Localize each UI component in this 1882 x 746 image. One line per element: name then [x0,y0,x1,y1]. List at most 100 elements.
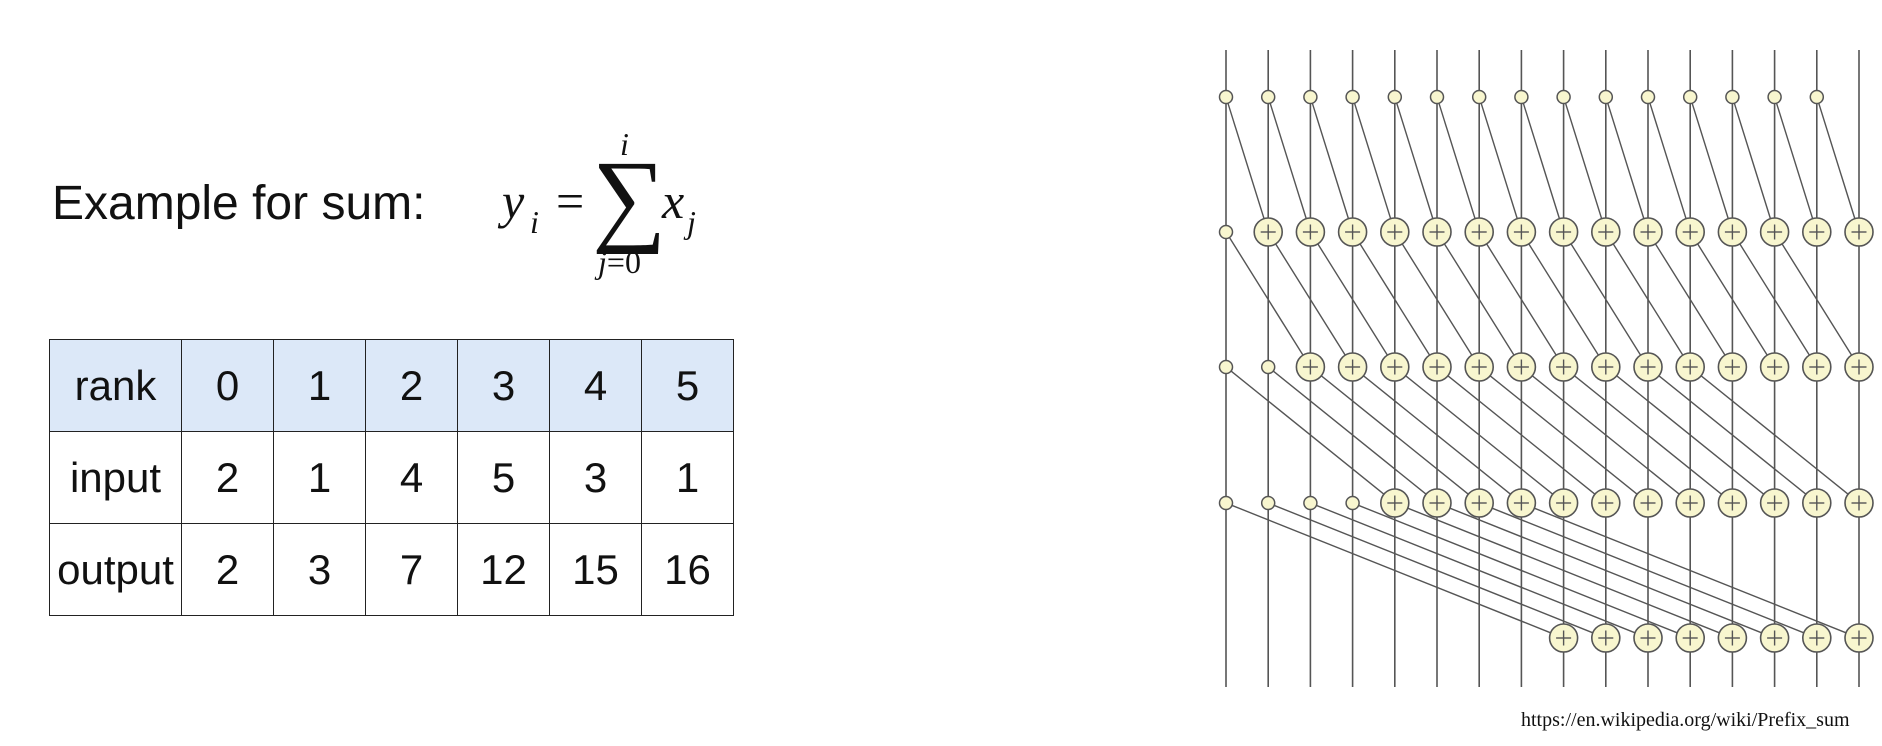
connector-line [1275,243,1346,356]
connector-line [1733,102,1772,219]
rank-cell: 0 [181,339,274,432]
connector-line [1697,243,1768,356]
connector-line [1534,507,1847,634]
fanout-node [1556,89,1571,105]
connector-line [1407,507,1720,634]
connector-line [1228,237,1304,356]
connector-line [1447,375,1596,495]
row-label-output: output [49,523,182,616]
input-cell: 4 [365,431,458,524]
output-cell: 16 [641,523,734,616]
formula-lhs: y [502,173,525,229]
connector-line [1272,370,1427,495]
connector-line [1273,504,1594,634]
connector-line [1489,375,1638,495]
output-cell: 3 [273,523,366,616]
connector-line [1531,375,1680,495]
fanout-node [1260,89,1276,105]
summation-symbol: ∑ [592,140,667,255]
connector-line [1607,102,1645,219]
input-cell: 1 [273,431,366,524]
rank-cell: 2 [365,339,458,432]
connector-line [1396,102,1434,219]
output-cell: 15 [549,523,642,616]
connector-line [1570,243,1642,356]
formula-lhs-subscript: i [530,204,539,240]
connector-line [1359,243,1431,356]
fanout-node [1767,89,1782,105]
connector-line [1358,504,1678,634]
fanout-node [1387,89,1403,105]
connector-line [1231,504,1551,634]
table-row-output: output 2 3 7 12 15 16 [49,523,734,616]
row-label-input: input [49,431,182,524]
fanout-node [1725,89,1740,105]
connector-line [1654,243,1726,356]
fanout-node [1218,89,1234,105]
output-cell: 12 [457,523,550,616]
fanout-node [1809,89,1825,105]
connector-line [1443,243,1515,356]
connector-line [1649,102,1687,219]
summation-lower-limit: j=0 [598,244,641,281]
connector-line [1316,504,1636,634]
rank-cell: 4 [549,339,642,432]
row-label-rank: rank [49,339,182,432]
connector-line [1401,243,1473,356]
rank-cell: 5 [641,339,734,432]
fanout-node [1514,89,1529,105]
fanout-node [1218,359,1234,375]
fanout-node [1598,89,1614,105]
fanout-node [1429,89,1445,105]
fanout-node [1303,89,1318,105]
formula-term: x [662,173,685,229]
connector-line [1320,375,1469,495]
fanout-node [1682,89,1698,105]
connector-line [1491,507,1805,634]
connector-line [1438,102,1476,219]
connector-line [1269,102,1307,219]
connector-line [1616,375,1765,495]
summation-lower-value: =0 [606,244,641,280]
connector-line [1781,243,1853,356]
rank-cell: 3 [457,339,550,432]
connector-line [1775,102,1814,219]
fanout-node [1640,89,1656,105]
output-cell: 2 [181,523,274,616]
connector-line [1564,102,1603,219]
fanout-node [1345,89,1360,105]
prefix-sum-table: rank 0 1 2 3 4 5 input 2 1 4 5 3 1 outpu… [49,339,734,616]
input-cell: 2 [181,431,274,524]
connector-line [1522,102,1561,219]
formula-equals: = [556,173,585,229]
input-cell: 3 [549,431,642,524]
input-cell: 1 [641,431,734,524]
connector-line [1658,375,1807,495]
connector-line [1227,102,1265,219]
connector-line [1230,370,1385,495]
connector-line [1528,243,1599,356]
fanout-node [1218,495,1234,511]
connector-line [1353,102,1392,219]
fanout-node [1345,495,1360,511]
source-url: https://en.wikipedia.org/wiki/Prefix_sum [1521,709,1850,731]
rank-cell: 1 [273,339,366,432]
fanout-node [1218,224,1234,240]
output-cell: 7 [365,523,458,616]
table-row-input: input 2 1 4 5 3 1 [49,431,734,524]
connector-line [1700,375,1849,495]
prefix-sum-network-diagram [1218,50,1874,687]
connector-line [1405,375,1554,495]
fanout-node [1260,359,1276,375]
fanout-node [1260,495,1276,511]
connector-line [1311,102,1350,219]
connector-line [1574,375,1722,495]
prefix-sum-formula: y i = ∑ i j=0 x j [490,120,720,290]
connector-line [1486,243,1557,356]
formula-term-subscript: j [687,204,696,240]
table-header-row: rank 0 1 2 3 4 5 [49,339,734,432]
connector-line [1363,375,1511,495]
connector-line [1739,243,1810,356]
input-cell: 5 [457,431,550,524]
connector-line [1480,102,1518,219]
